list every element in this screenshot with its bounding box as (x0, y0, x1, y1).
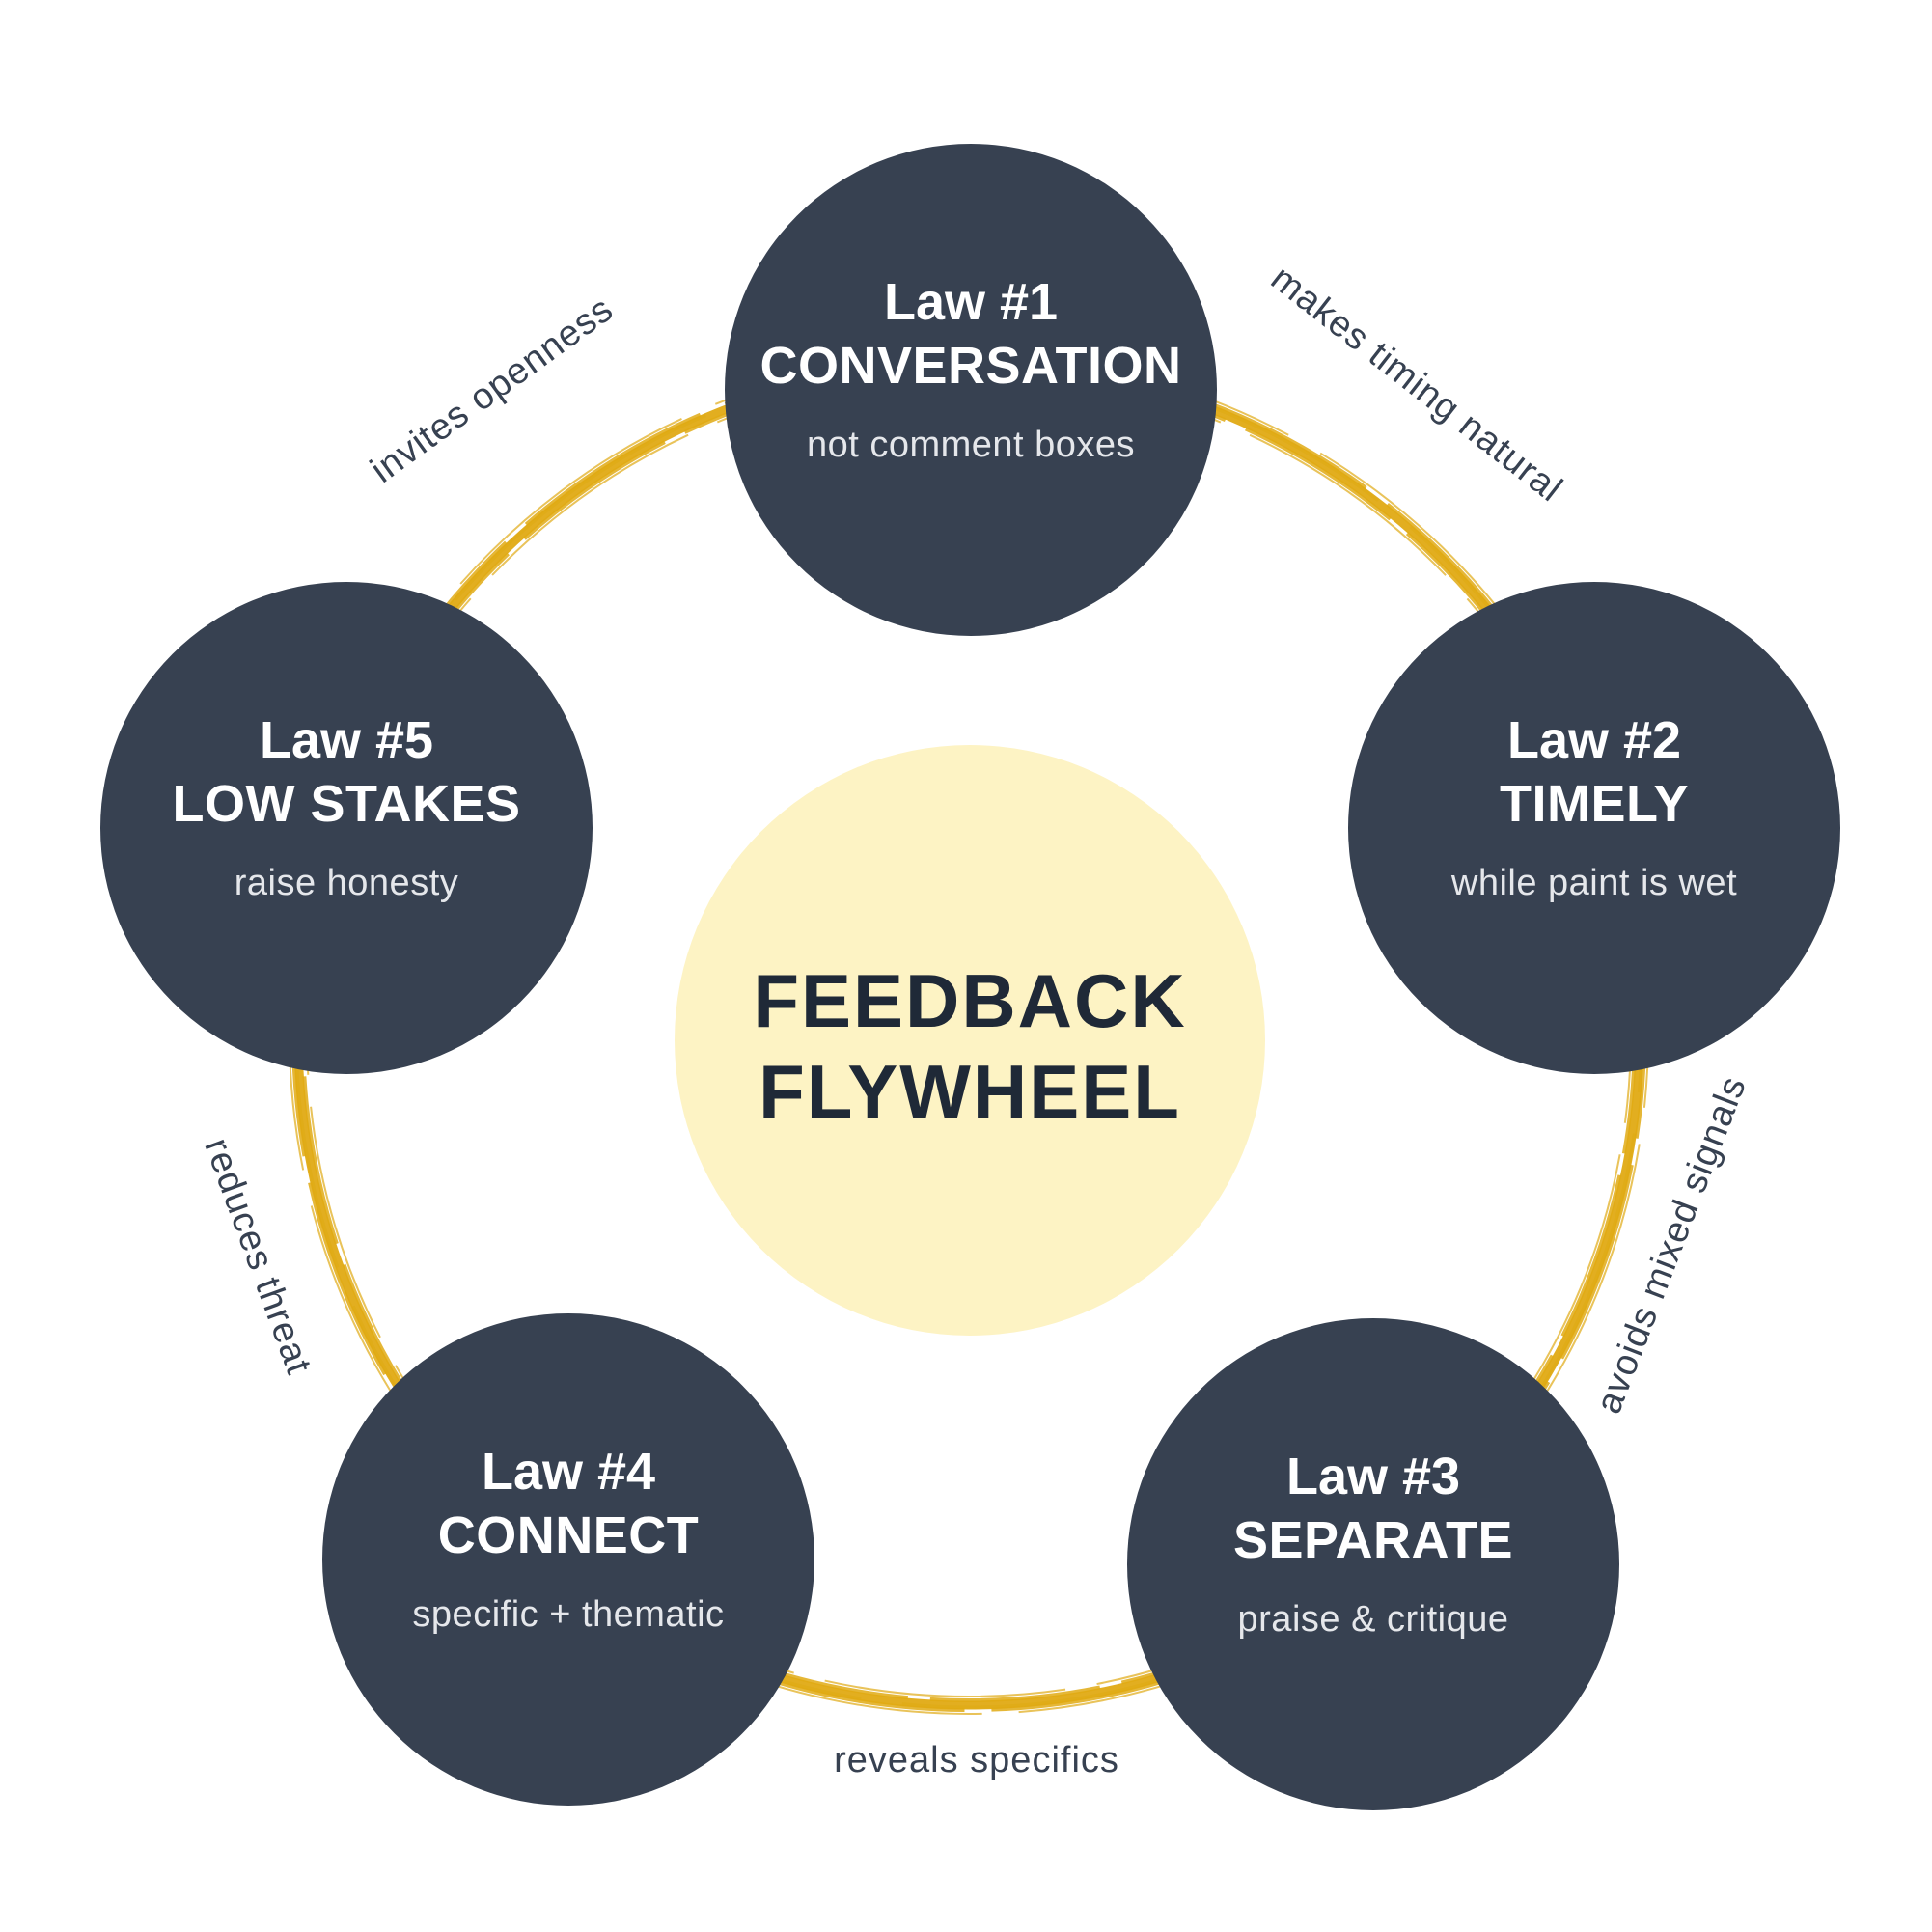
law-number: Law #2 (1506, 711, 1682, 769)
law-node-4: Law #4 CONNECT specific + thematic (322, 1313, 814, 1806)
law-node-1: Law #1 CONVERSATION not comment boxes (725, 144, 1217, 636)
law-subtitle: raise honesty (234, 863, 459, 903)
law-subtitle: while paint is wet (1450, 863, 1738, 903)
law-number: Law #3 (1285, 1448, 1461, 1505)
law-node-2: Law #2 TIMELY while paint is wet (1348, 582, 1840, 1074)
law-subtitle: not comment boxes (806, 425, 1136, 465)
center-title-line1: FEEDBACK (753, 958, 1187, 1043)
law-number: Law #4 (481, 1443, 656, 1501)
law-node-3: Law #3 SEPARATE praise & critique (1127, 1318, 1619, 1810)
center-title-line2: FLYWHEEL (759, 1049, 1181, 1134)
law-name: CONVERSATION (759, 337, 1182, 395)
law-subtitle: specific + thematic (412, 1594, 725, 1635)
law-number: Law #5 (259, 711, 434, 769)
law-name: SEPARATE (1232, 1511, 1514, 1569)
law-name: CONNECT (437, 1506, 700, 1564)
connector-label-3-4: reveals specifics (834, 1740, 1119, 1780)
law-node-5: Law #5 LOW STAKES raise honesty (100, 582, 593, 1074)
center-hub: FEEDBACK FLYWHEEL (675, 745, 1265, 1336)
law-name: LOW STAKES (172, 775, 521, 833)
law-name: TIMELY (1499, 775, 1690, 833)
law-number: Law #1 (883, 273, 1059, 331)
law-subtitle: praise & critique (1237, 1599, 1509, 1640)
